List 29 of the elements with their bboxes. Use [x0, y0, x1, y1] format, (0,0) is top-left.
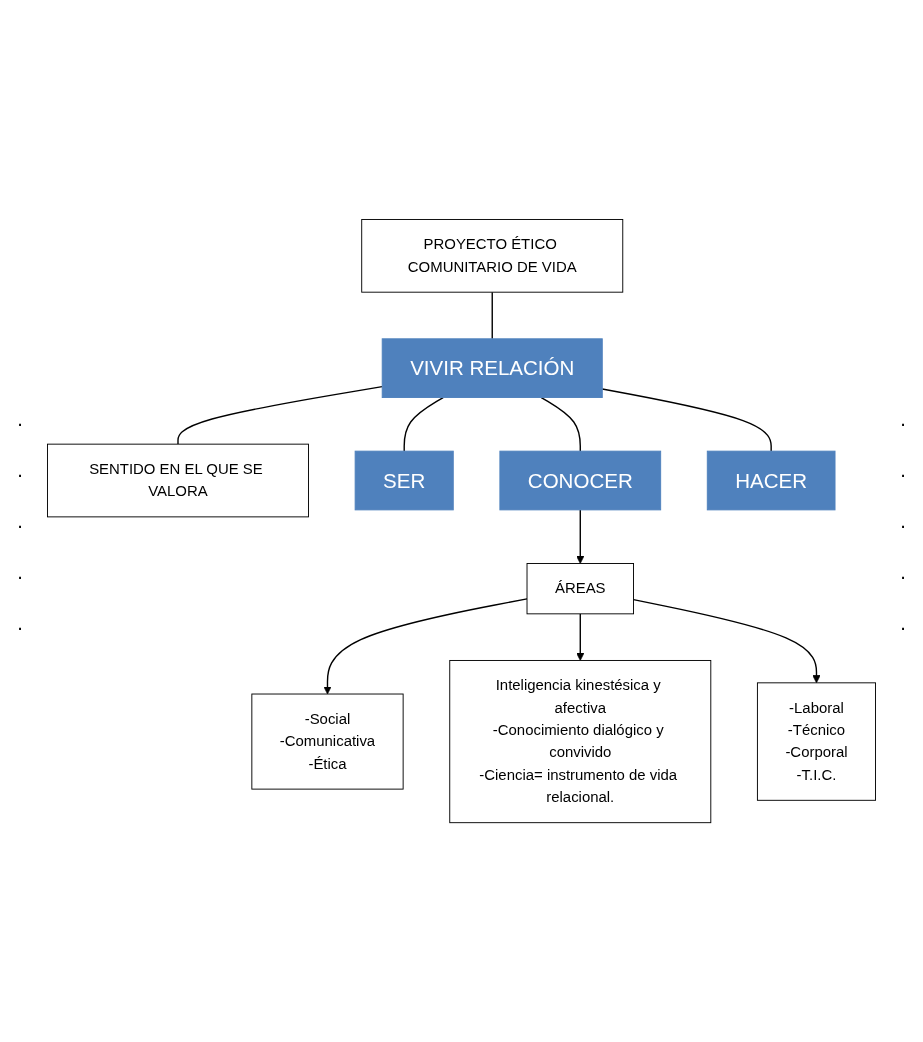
- node-box: CONOCER: [499, 450, 662, 511]
- arrow: [576, 509, 585, 564]
- node-box: Inteligencia kinestésica y afectiva -Conocimiento dialógico y convivido -Ciencia= instrumento de vida relacional.: [449, 659, 712, 824]
- dot-mark: .: [17, 509, 23, 533]
- node-box: ÁREAS: [526, 562, 634, 615]
- connector: [491, 291, 493, 340]
- dot-mark: .: [900, 560, 906, 584]
- arrow: [632, 598, 821, 684]
- node-box: SER: [354, 450, 454, 511]
- node-box: VIVIR RELACIÓN: [381, 338, 603, 398]
- node-box: PROYECTO ÉTICO COMUNITARIO DE VIDA: [361, 218, 624, 293]
- dot-mark: .: [17, 407, 23, 431]
- dot-mark: .: [900, 509, 906, 533]
- arrow: [576, 613, 585, 661]
- node-box: -Social -Comunicativa -Ética: [251, 693, 404, 790]
- dot-mark: .: [900, 407, 906, 431]
- dot-mark: .: [17, 560, 23, 584]
- connector: [177, 385, 383, 445]
- node-box: SENTIDO EN EL QUE SE VALORA: [47, 443, 309, 518]
- connector: [540, 396, 581, 452]
- connector: [601, 388, 772, 452]
- dot-mark: .: [17, 611, 23, 635]
- node-box: -Laboral -Técnico -Corporal -T.I.C.: [756, 682, 876, 801]
- dot-mark: .: [900, 458, 906, 482]
- dot-mark: .: [17, 458, 23, 482]
- node-box: HACER: [706, 450, 836, 511]
- connector: [403, 396, 444, 452]
- dot-mark: .: [900, 611, 906, 635]
- arrow: [323, 598, 528, 695]
